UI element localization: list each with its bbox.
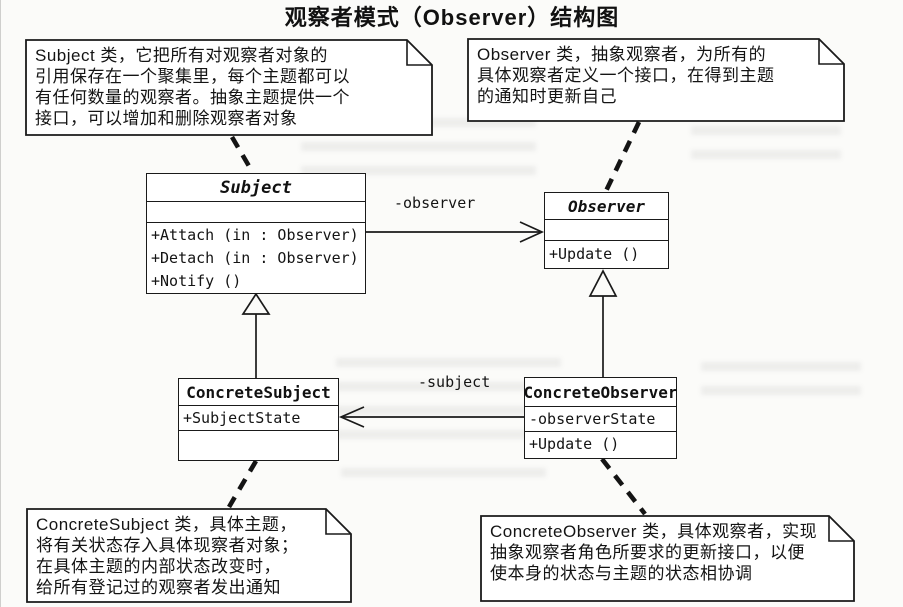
- methods-section: [179, 430, 338, 460]
- method: +Update (): [549, 245, 640, 263]
- note-observer: Observer 类，抽象观察者，为所有的 具体观察者定义一个接口，在得到主题 …: [467, 38, 845, 122]
- methods-section: +Attach (in : Observer) +Detach (in : Ob…: [147, 222, 365, 293]
- note-concrete-observer: ConcreteObserver 类，具体观察者，实现 抽象观察者角色所要求的更…: [480, 515, 855, 602]
- note-outline: [467, 38, 845, 122]
- note-line: Observer 类，抽象观察者，为所有的: [477, 45, 767, 64]
- note-line: ConcreteSubject 类，具体主题，: [36, 515, 297, 534]
- scan-artifact: [691, 126, 841, 166]
- note-line: 接口，可以增加和删除观察者对象: [35, 109, 298, 128]
- role-label-subject: -subject: [418, 373, 491, 391]
- note-line: 使本身的状态与主题的状态相协调: [490, 564, 753, 583]
- method: +Attach (in : Observer): [151, 226, 359, 244]
- note-line: 抽象观察者角色所要求的更新接口，以便: [490, 543, 805, 562]
- diagram-title: 观察者模式（Observer）结构图: [284, 5, 620, 30]
- note-line: 在具体主题的内部状态改变时，: [36, 557, 281, 576]
- class-observer: Observer +Update (): [544, 192, 669, 269]
- note-subject: Subject 类，它把所有对观察者对象的 引用保存在一个聚集里，每个主题都可以…: [25, 39, 433, 136]
- note-outline: [480, 515, 855, 602]
- note-line: 引用保存在一个聚集里，每个主题都可以: [35, 67, 350, 86]
- note-line: 的通知时更新自己: [477, 87, 617, 106]
- note-line: 给所有登记过的观察者发出通知: [36, 578, 281, 597]
- attributes-section: [545, 219, 668, 240]
- methods-section: +Update (): [545, 240, 668, 268]
- association-subject-observer: [365, 221, 545, 243]
- attribute: -observerState: [529, 410, 656, 428]
- class-name: Observer: [567, 196, 646, 216]
- generalization-concreteobserver-observer: [588, 269, 618, 377]
- methods-section: +Update (): [525, 431, 676, 458]
- role-label-observer: -observer: [394, 194, 476, 212]
- method: +Update (): [529, 435, 620, 453]
- class-concrete-observer: ConcreteObserver -observerState +Update …: [523, 377, 678, 459]
- attributes-section: [147, 201, 365, 222]
- method: +Notify (): [151, 272, 242, 290]
- note-line: ConcreteObserver 类，具体观察者，实现: [490, 522, 818, 541]
- class-name: ConcreteSubject: [186, 382, 331, 402]
- note-concrete-subject: ConcreteSubject 类，具体主题， 将有关状态存入具体现察者对象； …: [26, 508, 352, 603]
- note-line: 具体观察者定义一个接口，在得到主题: [477, 66, 775, 85]
- method: +Detach (in : Observer): [151, 249, 359, 267]
- class-subject: Subject +Attach (in : Observer) +Detach …: [146, 173, 366, 294]
- scan-artifact: [341, 468, 546, 490]
- class-concrete-subject: ConcreteSubject +SubjectState: [178, 378, 339, 461]
- note-line: Subject 类，它把所有对观察者对象的: [35, 46, 328, 65]
- attribute: +SubjectState: [183, 409, 301, 427]
- attributes-section: -observerState: [525, 406, 676, 431]
- note-outline: [26, 508, 352, 603]
- class-name: Subject: [220, 177, 292, 198]
- note-line: 将有关状态存入具体现察者对象；: [36, 536, 299, 555]
- attributes-section: +SubjectState: [179, 405, 338, 430]
- note-line: 有任何数量的观察者。抽象主题提供一个: [35, 88, 350, 107]
- note-outline: [25, 39, 433, 136]
- scan-artifact: [701, 362, 861, 410]
- association-concreteobserver-concretesubject: [338, 406, 524, 428]
- class-name: ConcreteObserver: [523, 382, 678, 402]
- generalization-concretesubject-subject: [241, 292, 271, 378]
